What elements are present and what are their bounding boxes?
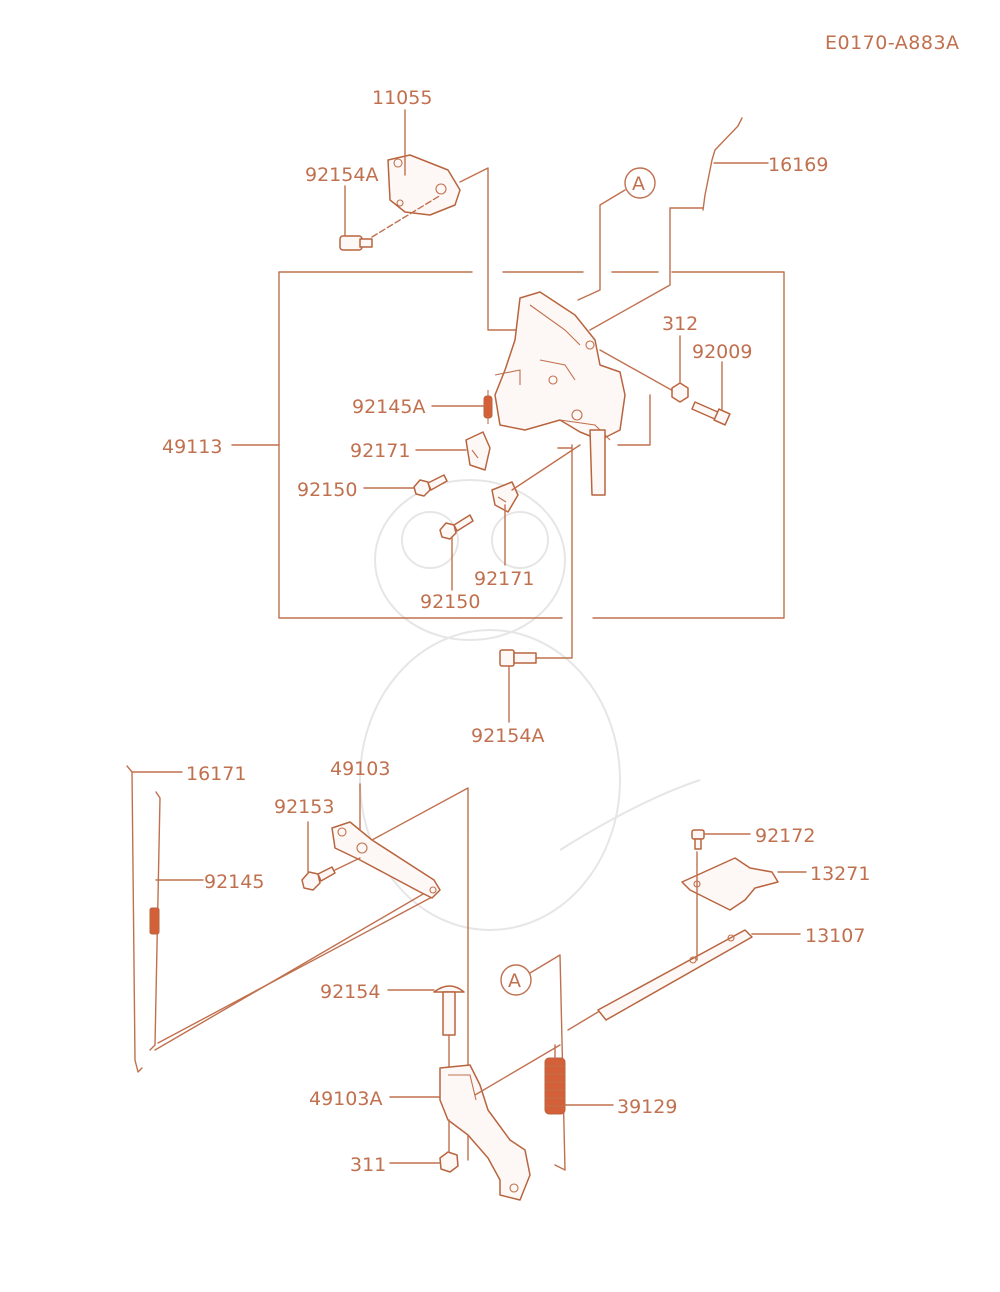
ref-marker-A-top: [624, 167, 656, 199]
bolt-92154: [433, 985, 465, 1036]
label-16169: 16169: [768, 154, 828, 176]
screw-92172: [691, 829, 705, 850]
clamp-92171-a: [465, 431, 491, 471]
ref-marker-A-lower: [500, 964, 532, 996]
bolt-92154A-top: [339, 235, 373, 251]
label-49103A: 49103A: [309, 1088, 382, 1110]
label-92154A-mid: 92154A: [471, 725, 544, 747]
bolt-92150-b: [439, 514, 474, 540]
bolt-92153: [301, 866, 336, 891]
label-16171: 16171: [186, 763, 246, 785]
rod-16171: [126, 765, 183, 1073]
ref-marker-A-top-text: A: [632, 173, 645, 195]
label-92153: 92153: [274, 796, 334, 818]
label-92171-a: 92171: [350, 440, 410, 462]
label-11055: 11055: [372, 87, 432, 109]
bolt-92154A-mid: [499, 649, 537, 667]
shaft-13107: [597, 929, 753, 1021]
label-311: 311: [350, 1154, 386, 1176]
plate-11055: [387, 154, 461, 216]
ref-marker-A-lower-text: A: [508, 970, 521, 992]
label-92150-b: 92150: [420, 591, 480, 613]
watermark: [359, 479, 701, 931]
label-92154: 92154: [320, 981, 380, 1003]
spring-92145A: [483, 390, 493, 424]
diagram-code: E0170-A883A: [825, 32, 960, 54]
nut-311: [439, 1151, 459, 1173]
lever-49103A: [439, 1064, 531, 1201]
label-39129: 39129: [617, 1096, 677, 1118]
spring-39129: [544, 1044, 566, 1115]
lever-49103: [331, 821, 441, 899]
label-92171-b: 92171: [474, 568, 534, 590]
label-92145A: 92145A: [352, 396, 425, 418]
label-13107: 13107: [805, 925, 865, 947]
label-92145: 92145: [204, 871, 264, 893]
governor-bracket: [494, 291, 626, 496]
spring-92145: [149, 791, 433, 1051]
label-13271: 13271: [810, 863, 870, 885]
label-92172: 92172: [755, 825, 815, 847]
label-92150-a: 92150: [297, 479, 357, 501]
label-49103: 49103: [330, 758, 390, 780]
rod-16169: [702, 117, 743, 211]
label-92009: 92009: [692, 341, 752, 363]
bolt-92150-a: [413, 474, 448, 497]
label-49113: 49113: [162, 436, 222, 458]
bolt-92009: [691, 401, 731, 426]
label-92154A-top: 92154A: [305, 164, 378, 186]
clamp-92171-b: [491, 481, 519, 513]
label-312: 312: [662, 313, 698, 335]
nut-312: [671, 382, 689, 403]
